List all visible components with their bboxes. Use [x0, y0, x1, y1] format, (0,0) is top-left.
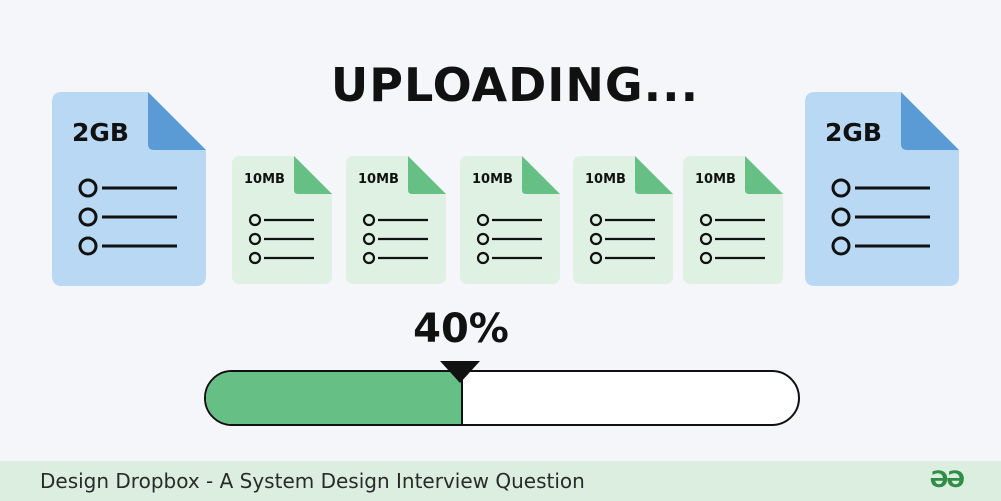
- progress-bar-fill: [206, 372, 463, 424]
- chunk-document-icon: 10MB: [232, 156, 332, 284]
- footer-bar: Design Dropbox - A System Design Intervi…: [0, 461, 1001, 501]
- chunk-size-label: 10MB: [472, 172, 513, 187]
- chunk-document-icon: 10MB: [573, 156, 673, 284]
- chunk-size-label: 10MB: [695, 172, 736, 187]
- chunk-size-label: 10MB: [358, 172, 399, 187]
- chunk-document-icon: 10MB: [683, 156, 783, 284]
- target-file-size-label: 2GB: [825, 118, 882, 147]
- source-file-document-icon: 2GB: [52, 92, 206, 286]
- chunk-document-icon: 10MB: [346, 156, 446, 284]
- uploading-title: UPLOADING...: [330, 58, 700, 112]
- chunk-size-label: 10MB: [244, 172, 285, 187]
- geeksforgeeks-logo-icon: ƏƏ: [929, 468, 965, 493]
- progress-percent-label: 40%: [413, 306, 509, 352]
- target-file-document-icon: 2GB: [805, 92, 959, 286]
- progress-pointer-icon: [440, 361, 480, 383]
- source-file-size-label: 2GB: [72, 118, 129, 147]
- chunk-document-icon: 10MB: [460, 156, 560, 284]
- progress-bar: [204, 370, 800, 426]
- footer-caption: Design Dropbox - A System Design Intervi…: [40, 469, 585, 493]
- chunk-size-label: 10MB: [585, 172, 626, 187]
